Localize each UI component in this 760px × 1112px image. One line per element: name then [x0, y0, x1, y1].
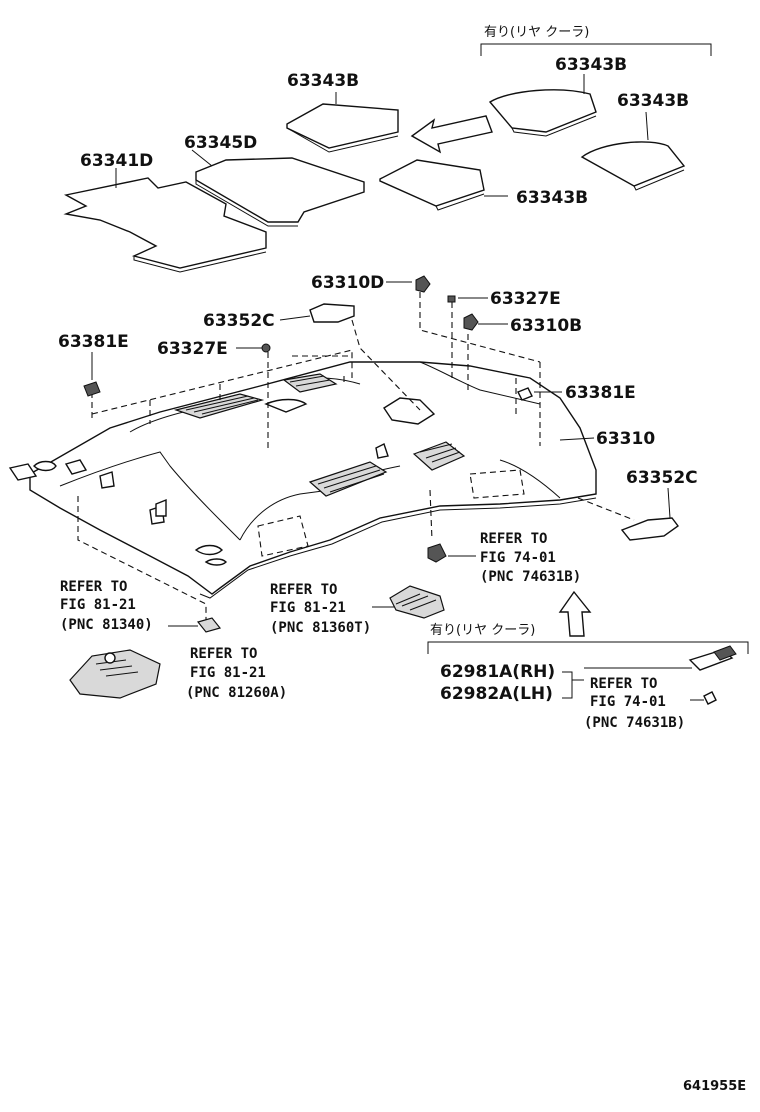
silencer-pad-63341d: [63, 168, 267, 273]
callout-63343b-mid: 63343B: [516, 188, 588, 208]
ref-fig-81-21-81360t: REFER TO FIG 81-21 (PNC 81360T): [270, 582, 445, 636]
rear-cooler-note-top: 有り(リヤ クーラ): [484, 25, 589, 40]
ref3-line2: FIG 81-21: [60, 597, 136, 613]
silencer-pad-63345d: [191, 149, 365, 227]
callout-63343b-rear2: 63343B: [617, 91, 689, 111]
rear-cooler-note-bottom: 有り(リヤ クーラ): [430, 623, 535, 638]
visor-holder-63352c-right: [620, 517, 679, 541]
ref2-line3: (PNC 81360T): [270, 620, 371, 636]
ref-fig-81-21-81340: REFER TO FIG 81-21 (PNC 81340): [60, 579, 222, 633]
assembly-lines: [77, 292, 635, 620]
vent-rear-right: [412, 441, 466, 471]
ref2-line2: FIG 81-21: [270, 600, 346, 616]
arrow-left-icon: [410, 115, 493, 154]
callout-63381e-left: 63381E: [58, 332, 129, 352]
callout-63327e-top: 63327E: [490, 289, 561, 309]
callout-63381e-right: 63381E: [565, 383, 636, 403]
callout-63352c-right: 63352C: [626, 468, 698, 488]
callout-labels: 63343B 63343B 63343B 63343B 63345D 63341…: [58, 55, 698, 488]
ref5-line1: REFER TO: [590, 676, 657, 692]
ref5-line2: FIG 74-01: [590, 694, 666, 710]
ref-fig-74-01-upper: REFER TO FIG 74-01 (PNC 74631B): [427, 531, 581, 585]
arrow-up-icon: [558, 590, 592, 637]
callout-63345d: 63345D: [184, 133, 257, 153]
callout-63310d: 63310D: [311, 273, 384, 293]
callout-63327e-left: 63327E: [157, 339, 228, 359]
callout-63341d: 63341D: [80, 151, 153, 171]
headliner-63310: [8, 361, 597, 599]
ref4-line2: FIG 81-21: [190, 665, 266, 681]
callout-63310: 63310: [596, 429, 655, 449]
callout-63352c-top: 63352C: [203, 311, 275, 331]
silencer-pad-63343b-top: [286, 92, 399, 153]
vent-front-left: [173, 393, 265, 419]
callout-63343b-top: 63343B: [287, 71, 359, 91]
leader-lines: [91, 281, 671, 519]
ref4-line1: REFER TO: [190, 646, 257, 662]
vent-rear-left: [308, 461, 388, 497]
clip-icon: [83, 275, 533, 401]
ref4-line3: (PNC 81260A): [186, 685, 287, 701]
vent-front-right: [282, 373, 338, 393]
rear-cooler-bracket-top: 有り(リヤ クーラ): [480, 25, 712, 56]
ref1-line2: FIG 74-01: [480, 550, 556, 566]
ref3-line3: (PNC 81340): [60, 617, 153, 633]
bolt-icon: [703, 691, 717, 705]
silencer-pad-63343b-mid: [379, 159, 508, 211]
callout-63310b: 63310B: [510, 316, 582, 336]
callout-63343b-rear1: 63343B: [555, 55, 627, 75]
silencer-pad-63343b-rear2: [580, 111, 686, 191]
ref3-line1: REFER TO: [60, 579, 127, 595]
callout-62981a-rh: 62981A(RH): [440, 662, 555, 682]
ref2-line1: REFER TO: [270, 582, 337, 598]
rear-cooler-bracket-bottom: 有り(リヤ クーラ) 62981A(RH) 62982A(LH) REFER T…: [427, 623, 749, 731]
lamp-62981a: [688, 645, 737, 671]
callout-62982a-lh: 62982A(LH): [440, 684, 553, 704]
figure-id: 641955E: [683, 1079, 746, 1094]
ref1-line1: REFER TO: [480, 531, 547, 547]
ref1-line3: (PNC 74631B): [480, 569, 581, 585]
silencer-pad-63343b-rear1: [488, 74, 597, 137]
ref-fig-81-21-81260a: REFER TO FIG 81-21 (PNC 81260A): [69, 646, 287, 701]
visor-holder-63352c-top: [309, 303, 355, 323]
ref5-line3: (PNC 74631B): [584, 715, 685, 731]
